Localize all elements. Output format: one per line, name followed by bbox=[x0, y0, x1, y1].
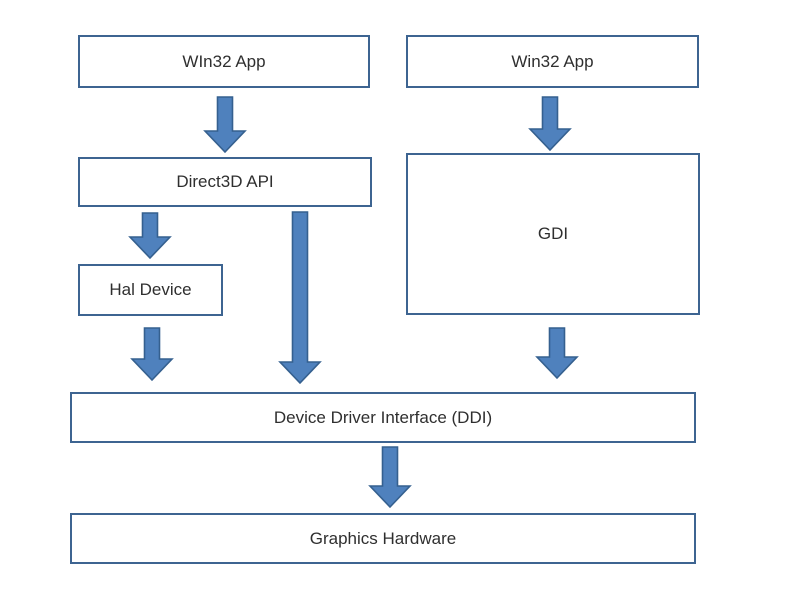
arrow-win32left-to-direct3d-icon bbox=[203, 96, 247, 154]
box-gdi: GDI bbox=[406, 153, 700, 315]
arrow-ddi-to-hardware-icon bbox=[368, 446, 412, 509]
box-win32-app-right: Win32 App bbox=[406, 35, 699, 88]
arrow-gdi-to-ddi-icon bbox=[535, 327, 579, 380]
arrow-direct3d-to-ddi-icon bbox=[278, 211, 322, 385]
arrow-direct3d-to-hal-icon bbox=[128, 212, 172, 260]
box-graphics-hardware: Graphics Hardware bbox=[70, 513, 696, 564]
box-direct3d-api: Direct3D API bbox=[78, 157, 372, 207]
arrow-win32right-to-gdi-icon bbox=[528, 96, 572, 152]
arrow-hal-to-ddi-icon bbox=[130, 327, 174, 382]
box-device-driver-interface: Device Driver Interface (DDI) bbox=[70, 392, 696, 443]
box-win32-app-left: WIn32 App bbox=[78, 35, 370, 88]
box-hal-device: Hal Device bbox=[78, 264, 223, 316]
